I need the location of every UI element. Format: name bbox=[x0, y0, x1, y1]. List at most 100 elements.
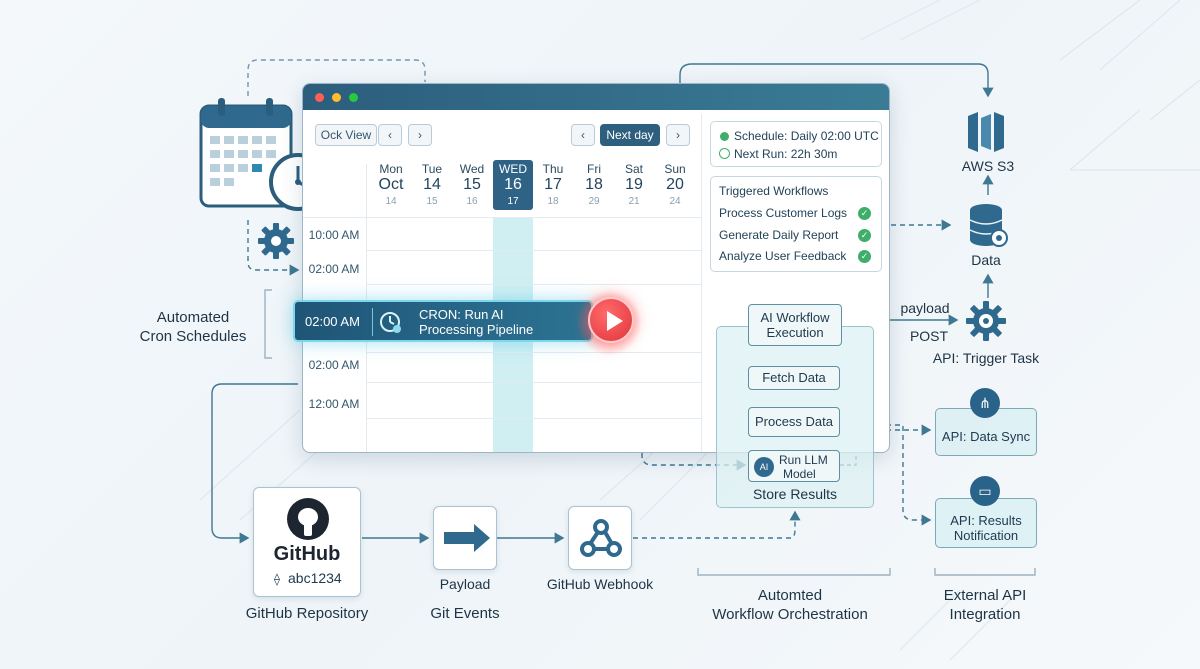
day-header-0[interactable]: Mon Oct 14 bbox=[371, 162, 411, 207]
day-sub: 17 bbox=[507, 196, 519, 207]
chevron-left-icon: ‹ bbox=[581, 128, 585, 142]
day-sub: 16 bbox=[466, 196, 478, 207]
day-header-6[interactable]: Sat 19 21 bbox=[614, 162, 654, 207]
day-name: Fri bbox=[587, 162, 601, 176]
calendar-icon bbox=[199, 98, 293, 208]
database-icon bbox=[966, 202, 1010, 250]
external-api-label: External API Integration bbox=[920, 586, 1050, 624]
llm-line2: Model bbox=[783, 467, 816, 481]
schedule-text: Schedule: Daily 02:00 UTC bbox=[734, 129, 879, 143]
message-icon: ▭ bbox=[970, 476, 1000, 506]
day-name: Wed bbox=[459, 162, 485, 176]
commit-icon: ⟠ bbox=[274, 572, 280, 586]
api-trigger-label: API: Trigger Task bbox=[932, 350, 1040, 366]
day-header-4[interactable]: Thu 17 18 bbox=[533, 162, 573, 207]
time-label: 10:00 AM bbox=[308, 228, 360, 242]
grid-line bbox=[367, 284, 701, 285]
next-day-arrow-button[interactable]: › bbox=[666, 124, 690, 146]
workflow-item[interactable]: Generate Daily Report bbox=[719, 228, 839, 242]
time-label: 12:00 AM bbox=[308, 397, 360, 411]
api-results-box[interactable]: API: Results Notification bbox=[935, 498, 1037, 548]
webhook-label: GitHub Webhook bbox=[546, 576, 654, 592]
payload-card[interactable] bbox=[433, 506, 497, 570]
github-icon bbox=[287, 498, 329, 540]
day-header-5[interactable]: Fri 18 29 bbox=[574, 162, 614, 207]
schedule-box: Schedule: Daily 02:00 UTC Next Run: 22h … bbox=[710, 121, 882, 167]
api-results-line2: Notification bbox=[953, 528, 1019, 543]
automated-line2: Cron Schedules bbox=[139, 328, 247, 345]
check-icon: ✓ bbox=[858, 229, 871, 242]
exec-line2: Execution bbox=[766, 325, 824, 340]
day-number: 14 bbox=[423, 176, 441, 193]
banner-divider bbox=[372, 308, 373, 336]
day-header-7[interactable]: Sun 20 24 bbox=[655, 162, 695, 207]
day-sub: 29 bbox=[588, 196, 600, 207]
day-header-1[interactable]: Tue 14 15 bbox=[412, 162, 452, 207]
workflow-item[interactable]: Process Customer Logs bbox=[719, 206, 848, 220]
prev-week-button[interactable]: ‹ bbox=[378, 124, 402, 146]
network-icon: ⋔ bbox=[970, 388, 1000, 418]
day-number: 19 bbox=[625, 176, 643, 193]
ext-line2: Integration bbox=[949, 606, 1021, 623]
ai-badge: AI bbox=[754, 457, 774, 477]
window-titlebar bbox=[303, 84, 889, 110]
arrow-head bbox=[474, 524, 490, 552]
payload-label: Payload bbox=[439, 576, 491, 592]
cron-event-banner[interactable]: 02:00 AM CRON: Run AI Processing Pipelin… bbox=[293, 300, 593, 342]
chevron-right-icon: › bbox=[418, 128, 422, 142]
day-header-3-selected[interactable]: WED 16 17 bbox=[493, 160, 533, 210]
day-sub: 18 bbox=[547, 196, 559, 207]
run-llm-model-box[interactable]: AI Run LLM Model bbox=[748, 450, 840, 482]
fetch-data-box[interactable]: Fetch Data bbox=[748, 366, 840, 390]
orch-line1: Automted bbox=[757, 587, 823, 604]
github-logo-text: GitHub bbox=[273, 543, 341, 565]
orchestration-label: Automted Workflow Orchestration bbox=[690, 586, 890, 624]
grid-line bbox=[303, 217, 701, 218]
api-trigger-gear-icon[interactable] bbox=[965, 300, 1007, 342]
minimize-dot[interactable] bbox=[332, 93, 341, 102]
commit-hash: abc1234 bbox=[288, 570, 342, 586]
ai-workflow-execution-box[interactable]: AI Workflow Execution bbox=[748, 304, 842, 346]
post-label: POST bbox=[909, 328, 949, 344]
aws-s3-label: AWS S3 bbox=[961, 158, 1015, 174]
github-webhook-card[interactable] bbox=[568, 506, 632, 570]
day-sub: 21 bbox=[628, 196, 640, 207]
chevron-right-icon: › bbox=[676, 128, 680, 142]
cron-title-line2: Processing Pipeline bbox=[419, 322, 534, 337]
aws-s3-icon bbox=[964, 108, 1008, 156]
day-name: WED bbox=[499, 162, 527, 176]
webhook-icon bbox=[580, 519, 622, 557]
time-label: 02:00 AM bbox=[308, 262, 360, 276]
git-events-label: Git Events bbox=[430, 605, 500, 622]
time-label: 02:00 AM bbox=[308, 358, 360, 372]
orch-line2: Workflow Orchestration bbox=[712, 606, 868, 623]
fetch-data-label: Fetch Data bbox=[762, 370, 826, 385]
maximize-dot[interactable] bbox=[349, 93, 358, 102]
close-dot[interactable] bbox=[315, 93, 324, 102]
check-icon: ✓ bbox=[858, 250, 871, 263]
day-name: Thu bbox=[542, 162, 564, 176]
next-day-button[interactable]: Next day bbox=[600, 124, 660, 146]
process-data-box[interactable]: Process Data bbox=[748, 407, 840, 437]
gear-icon bbox=[257, 222, 295, 260]
prev-day-button[interactable]: ‹ bbox=[571, 124, 595, 146]
payload-top-label: payload bbox=[900, 300, 950, 316]
ext-line1: External API bbox=[943, 587, 1027, 604]
play-button[interactable] bbox=[588, 297, 634, 343]
day-sub: 14 bbox=[385, 196, 397, 207]
clock-small-icon bbox=[719, 148, 730, 159]
day-name: Sat bbox=[624, 162, 643, 176]
github-cat-body bbox=[304, 524, 312, 536]
day-number: 18 bbox=[585, 176, 603, 193]
workflow-item[interactable]: Analyze User Feedback bbox=[719, 249, 847, 263]
day-number: 20 bbox=[666, 176, 684, 193]
day-header-2[interactable]: Wed 15 16 bbox=[452, 162, 492, 207]
github-repository-card[interactable]: GitHub ⟠ abc1234 bbox=[253, 487, 361, 597]
day-number: 15 bbox=[463, 176, 481, 193]
process-data-label: Process Data bbox=[754, 414, 834, 429]
view-button[interactable]: Ock View bbox=[315, 124, 377, 146]
llm-line1: Run LLM bbox=[779, 453, 828, 467]
github-repo-label: GitHub Repository bbox=[245, 605, 369, 622]
next-week-button[interactable]: › bbox=[408, 124, 432, 146]
